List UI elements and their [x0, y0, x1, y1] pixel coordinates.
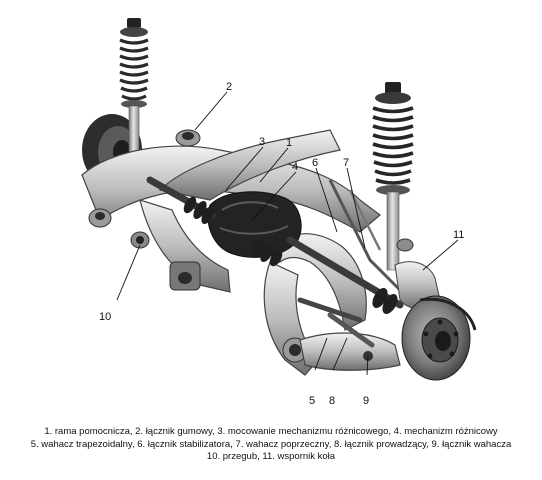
callout-1: 1	[286, 137, 292, 149]
stabilizer-links	[297, 179, 402, 323]
caption-line-3: 10. przegub, 11. wspornik koła	[206, 451, 336, 462]
callout-labels: 2 1 3 4 6 7 11 10 5 8 9	[99, 81, 464, 407]
differential	[207, 191, 302, 258]
callout-2: 2	[226, 81, 232, 93]
trapezoidal-arm	[299, 332, 401, 371]
caption-line-2: 5. wahacz trapezoidalny, 6. łącznik stab…	[30, 438, 512, 450]
callout-6: 6	[312, 157, 318, 169]
caption-line-1: 1. rama pomocnicza, 2. łącznik gumowy, 3…	[44, 426, 498, 437]
suspension-diagram: 2 1 3 4 6 7 11 10 5 8 9	[81, 18, 477, 407]
left-shock-absorber	[119, 18, 149, 167]
joint	[130, 231, 201, 291]
callout-leaders	[116, 91, 459, 376]
callout-4: 4	[292, 161, 298, 173]
right-shock-absorber	[372, 82, 414, 271]
figure-caption: 1. rama pomocnicza, 2. łącznik gumowy, 3…	[0, 426, 542, 464]
rubber-mount	[88, 129, 308, 363]
right-brake-disc	[401, 295, 477, 381]
callout-7: 7	[343, 157, 349, 169]
callout-5: 5	[309, 395, 315, 407]
callout-9: 9	[363, 395, 369, 407]
drive-shafts	[146, 176, 404, 314]
callout-8: 8	[329, 395, 335, 407]
callout-3: 3	[259, 136, 265, 148]
callout-10: 10	[99, 311, 111, 323]
callout-11: 11	[453, 229, 464, 241]
